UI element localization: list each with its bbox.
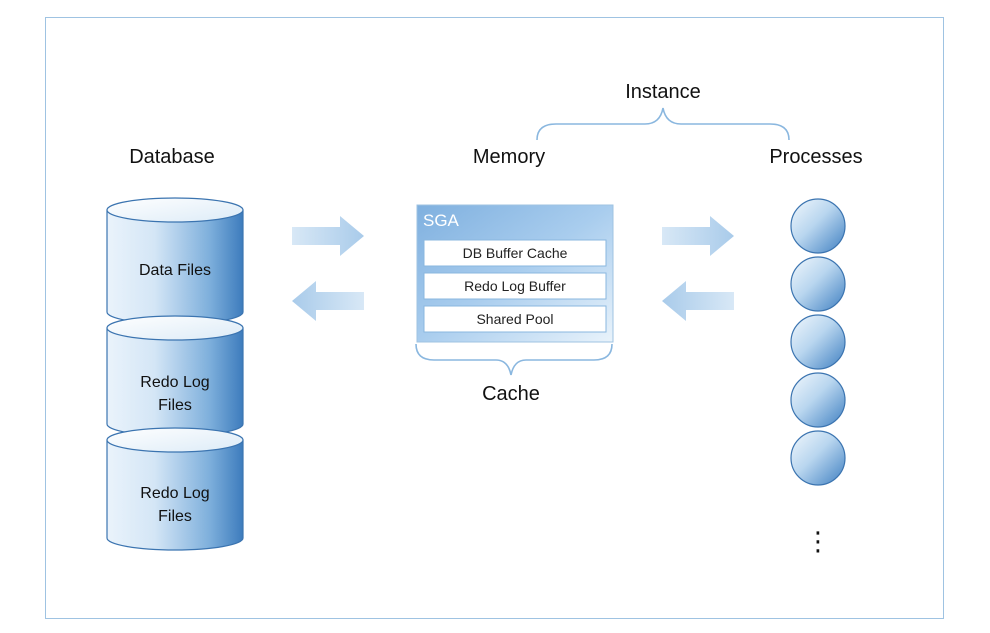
arrow-memory-to-database [292, 281, 364, 321]
database-cylinder-redo-log-1: Redo Log Files [106, 315, 244, 437]
arrow-database-to-memory [292, 216, 364, 256]
sga-item-db-buffer-cache: DB Buffer Cache [463, 245, 568, 261]
process-circles [790, 198, 846, 486]
arrow-processes-to-memory [662, 281, 734, 321]
sga-item-box-shared-pool [423, 305, 607, 333]
process-circle-1 [790, 198, 846, 254]
process-ellipsis: ⋮ [805, 526, 831, 556]
process-circle-2 [790, 256, 846, 312]
cylinder-label-3b: Files [158, 508, 192, 525]
memory-heading: Memory [473, 146, 545, 168]
sga-item-shared-pool: Shared Pool [476, 311, 553, 327]
process-circle-5 [790, 430, 846, 486]
instance-heading: Instance [625, 81, 701, 103]
instance-brace [536, 107, 790, 141]
database-cylinder-redo-log-2: Redo Log Files [106, 427, 244, 551]
cylinder-label-1: Data Files [139, 262, 211, 279]
database-heading: Database [129, 146, 215, 168]
cylinder-label-2a: Redo Log [140, 374, 209, 391]
process-circle-3 [790, 314, 846, 370]
sga-title: SGA [423, 211, 460, 230]
sga-item-redo-log-buffer: Redo Log Buffer [464, 278, 566, 294]
cylinder-label-3a: Redo Log [140, 485, 209, 502]
database-cylinder-data-files: Data Files [106, 197, 244, 325]
sga-block: SGA DB Buffer Cache Redo Log Buffer Shar… [416, 204, 614, 343]
cache-heading: Cache [482, 383, 540, 405]
sga-item-box-redo-log-buffer [423, 272, 607, 300]
cylinder-label-2b: Files [158, 397, 192, 414]
arrow-memory-to-processes [662, 216, 734, 256]
process-circle-4 [790, 372, 846, 428]
cache-brace [415, 343, 613, 376]
sga-item-box-db-buffer-cache [423, 239, 607, 267]
processes-heading: Processes [769, 146, 862, 168]
diagram-frame [45, 17, 944, 619]
